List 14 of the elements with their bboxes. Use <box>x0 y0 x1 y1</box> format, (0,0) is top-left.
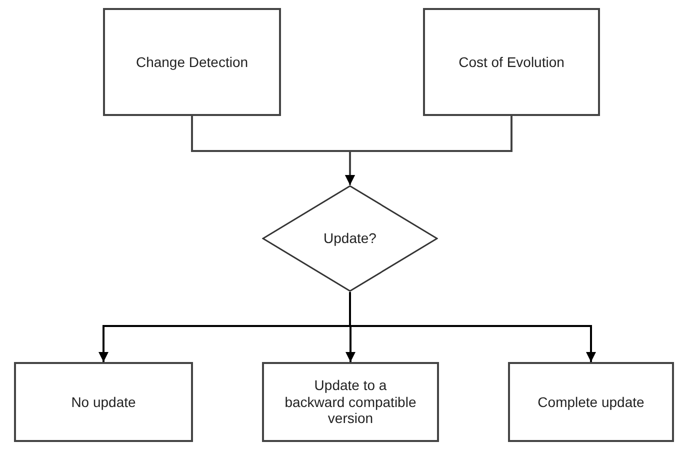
node-label: Update? <box>322 230 378 247</box>
connector-arrow <box>349 292 596 362</box>
process-box <box>103 8 281 116</box>
process-box <box>14 362 193 442</box>
node-label: Complete update <box>536 394 646 410</box>
node-label: Cost of Evolution <box>458 54 566 70</box>
decision-diamond <box>262 185 438 292</box>
node-label: Update to a backward compatible version <box>284 376 418 428</box>
process-box <box>508 362 674 442</box>
connector-arrow <box>345 116 512 185</box>
node-label: Change Detection <box>134 54 250 70</box>
process-box <box>262 362 439 442</box>
process-box <box>423 8 600 116</box>
node-label: No update <box>70 394 137 410</box>
